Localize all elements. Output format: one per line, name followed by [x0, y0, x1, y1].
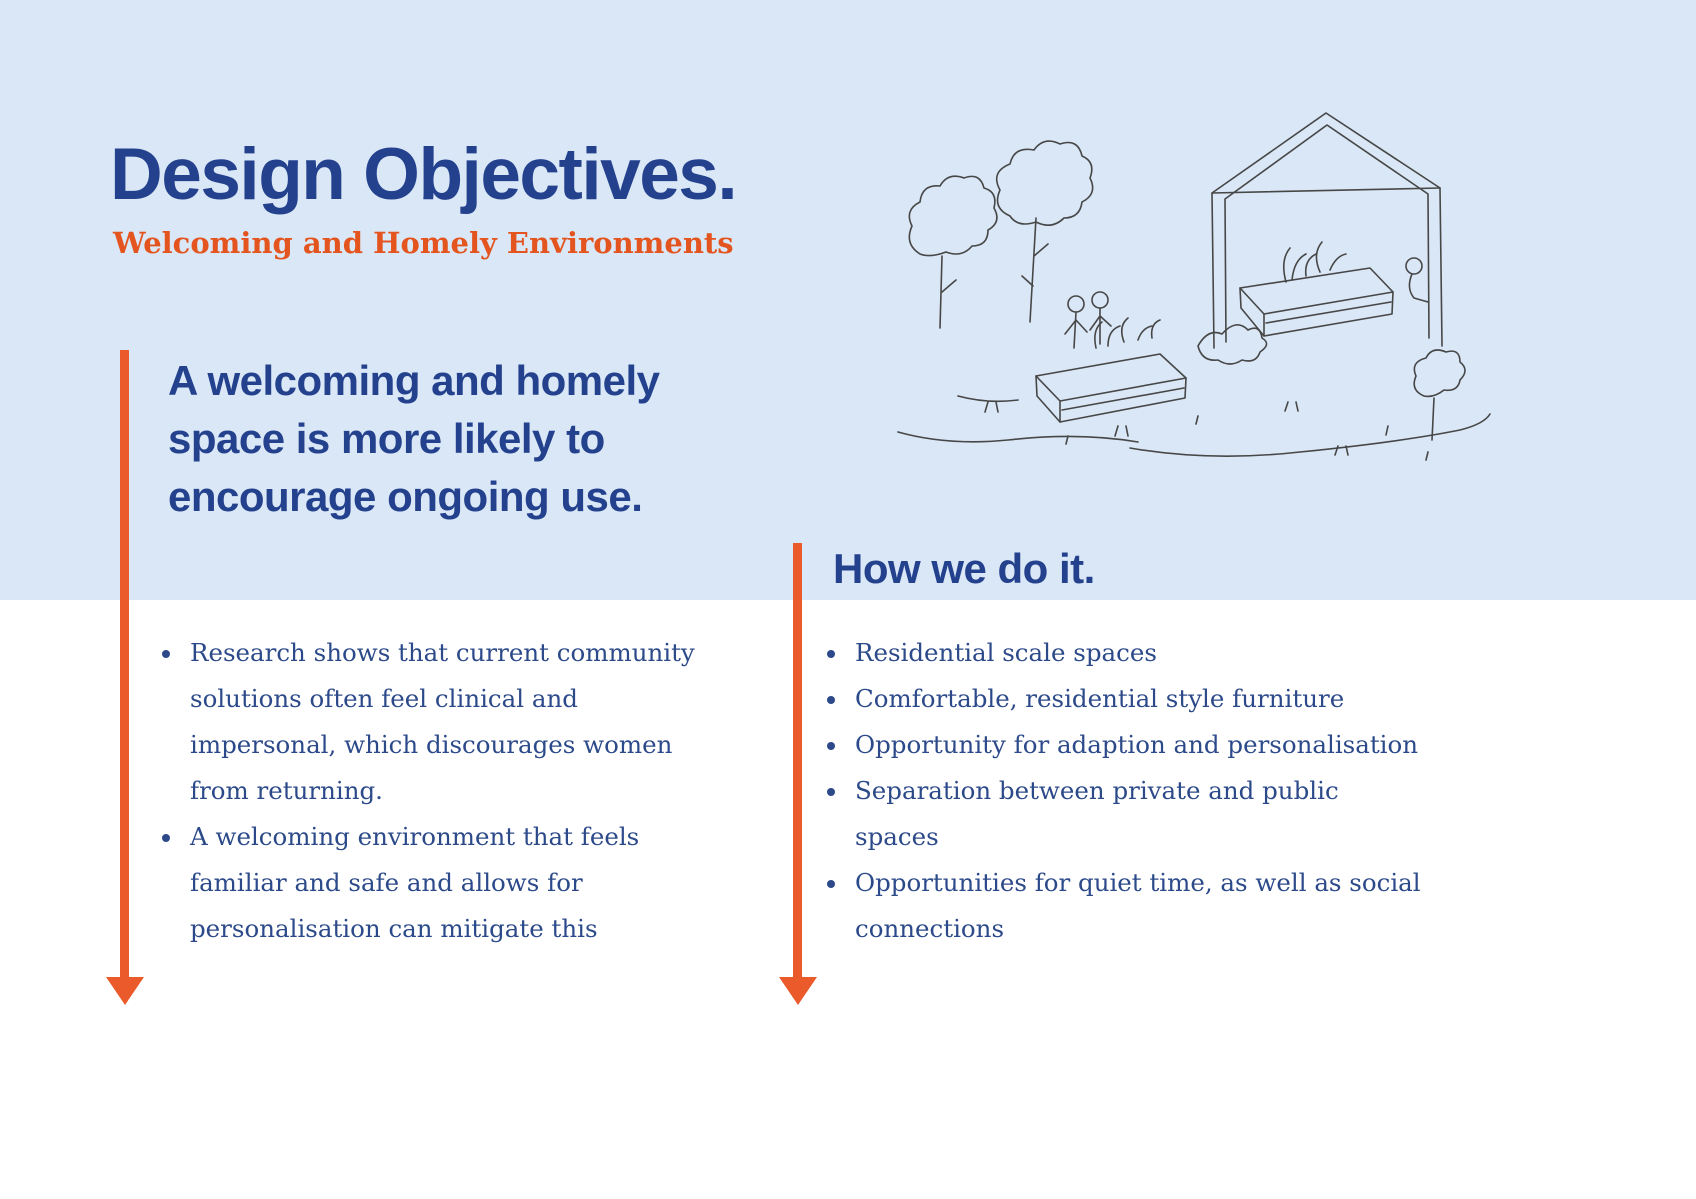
right-down-arrowhead-icon — [778, 977, 817, 1005]
right-bullet-list: Residential scale spaces Comfortable, re… — [805, 630, 1424, 952]
left-section-heading: A welcoming and homely space is more lik… — [168, 357, 660, 520]
left-down-arrow — [105, 350, 144, 1005]
bullet-item: Residential scale spaces — [849, 630, 1424, 676]
bullet-item: Research shows that current community so… — [184, 630, 714, 814]
left-bullet-list: Research shows that current community so… — [140, 630, 714, 952]
page-title: Design Objectives. — [110, 134, 738, 215]
bullet-item: Opportunity for adaption and personalisa… — [849, 722, 1424, 768]
right-down-arrow — [778, 543, 817, 1005]
left-down-arrowhead-icon — [105, 977, 144, 1005]
bullet-item: Separation between private and public sp… — [849, 768, 1424, 860]
bullet-item: A welcoming environment that feels famil… — [184, 814, 714, 952]
bullet-item: Comfortable, residential style furniture — [849, 676, 1424, 722]
blue-background-band — [0, 0, 1696, 600]
bullet-item: Opportunities for quiet time, as well as… — [849, 860, 1424, 952]
right-section-heading: How we do it. — [833, 545, 1095, 592]
community-garden-sketch-illustration — [897, 112, 1491, 461]
page-subtitle: Welcoming and Homely Environments — [113, 226, 734, 260]
